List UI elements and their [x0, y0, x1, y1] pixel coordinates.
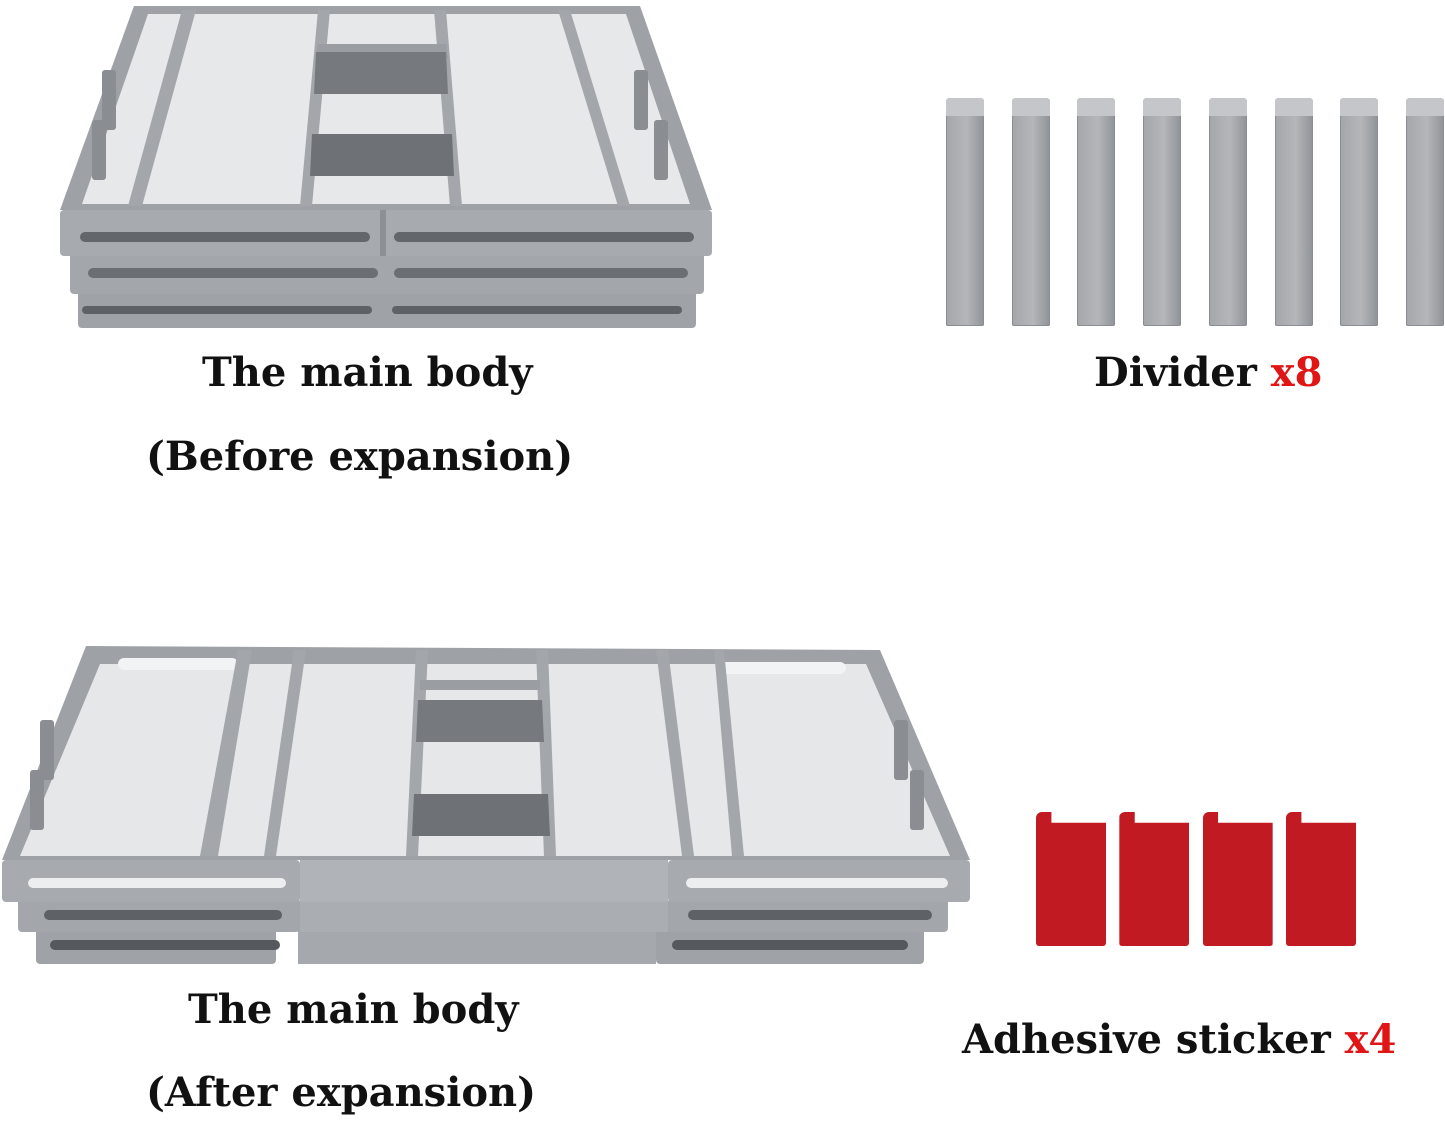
divider-notch: [1340, 98, 1379, 116]
adhesive-sticker-piece: [1119, 812, 1190, 946]
divider-notch: [1274, 98, 1313, 116]
divider-notch: [1143, 98, 1182, 116]
adhesive-sticker-piece: [1202, 812, 1273, 946]
caption-main-before-line1: The main body: [202, 349, 533, 396]
divider-piece: [1077, 98, 1116, 326]
divider-notch: [946, 98, 984, 116]
sticker-qty: x4: [1344, 1016, 1397, 1063]
divider-notch: [1011, 98, 1050, 116]
divider-piece: [1406, 98, 1444, 326]
divider-piece: [1011, 98, 1050, 326]
caption-main-before-line2: (Before expansion): [146, 433, 574, 480]
divider-piece: [1340, 98, 1379, 326]
adhesive-sticker-group: [1036, 812, 1356, 948]
divider-label: Divider: [1094, 349, 1257, 396]
divider-piece: [946, 98, 984, 326]
caption-main-after-line2: (After expansion): [146, 1069, 537, 1116]
adhesive-sticker-piece: [1286, 812, 1356, 946]
divider-piece: [1274, 98, 1313, 326]
caption-divider: Divider x8: [1094, 349, 1322, 396]
divider-piece: [1143, 98, 1182, 326]
adhesive-sticker-piece: [1036, 812, 1106, 946]
caption-sticker: Adhesive sticker x4: [962, 1016, 1396, 1063]
divider-qty: x8: [1270, 349, 1323, 396]
sticker-label: Adhesive sticker: [962, 1016, 1331, 1063]
divider-notch: [1208, 98, 1247, 116]
caption-main-after-line1: The main body: [188, 986, 519, 1033]
divider-notch: [1406, 98, 1444, 116]
divider-pieces-group: [946, 98, 1444, 328]
divider-piece: [1208, 98, 1247, 326]
divider-notch: [1077, 98, 1116, 116]
